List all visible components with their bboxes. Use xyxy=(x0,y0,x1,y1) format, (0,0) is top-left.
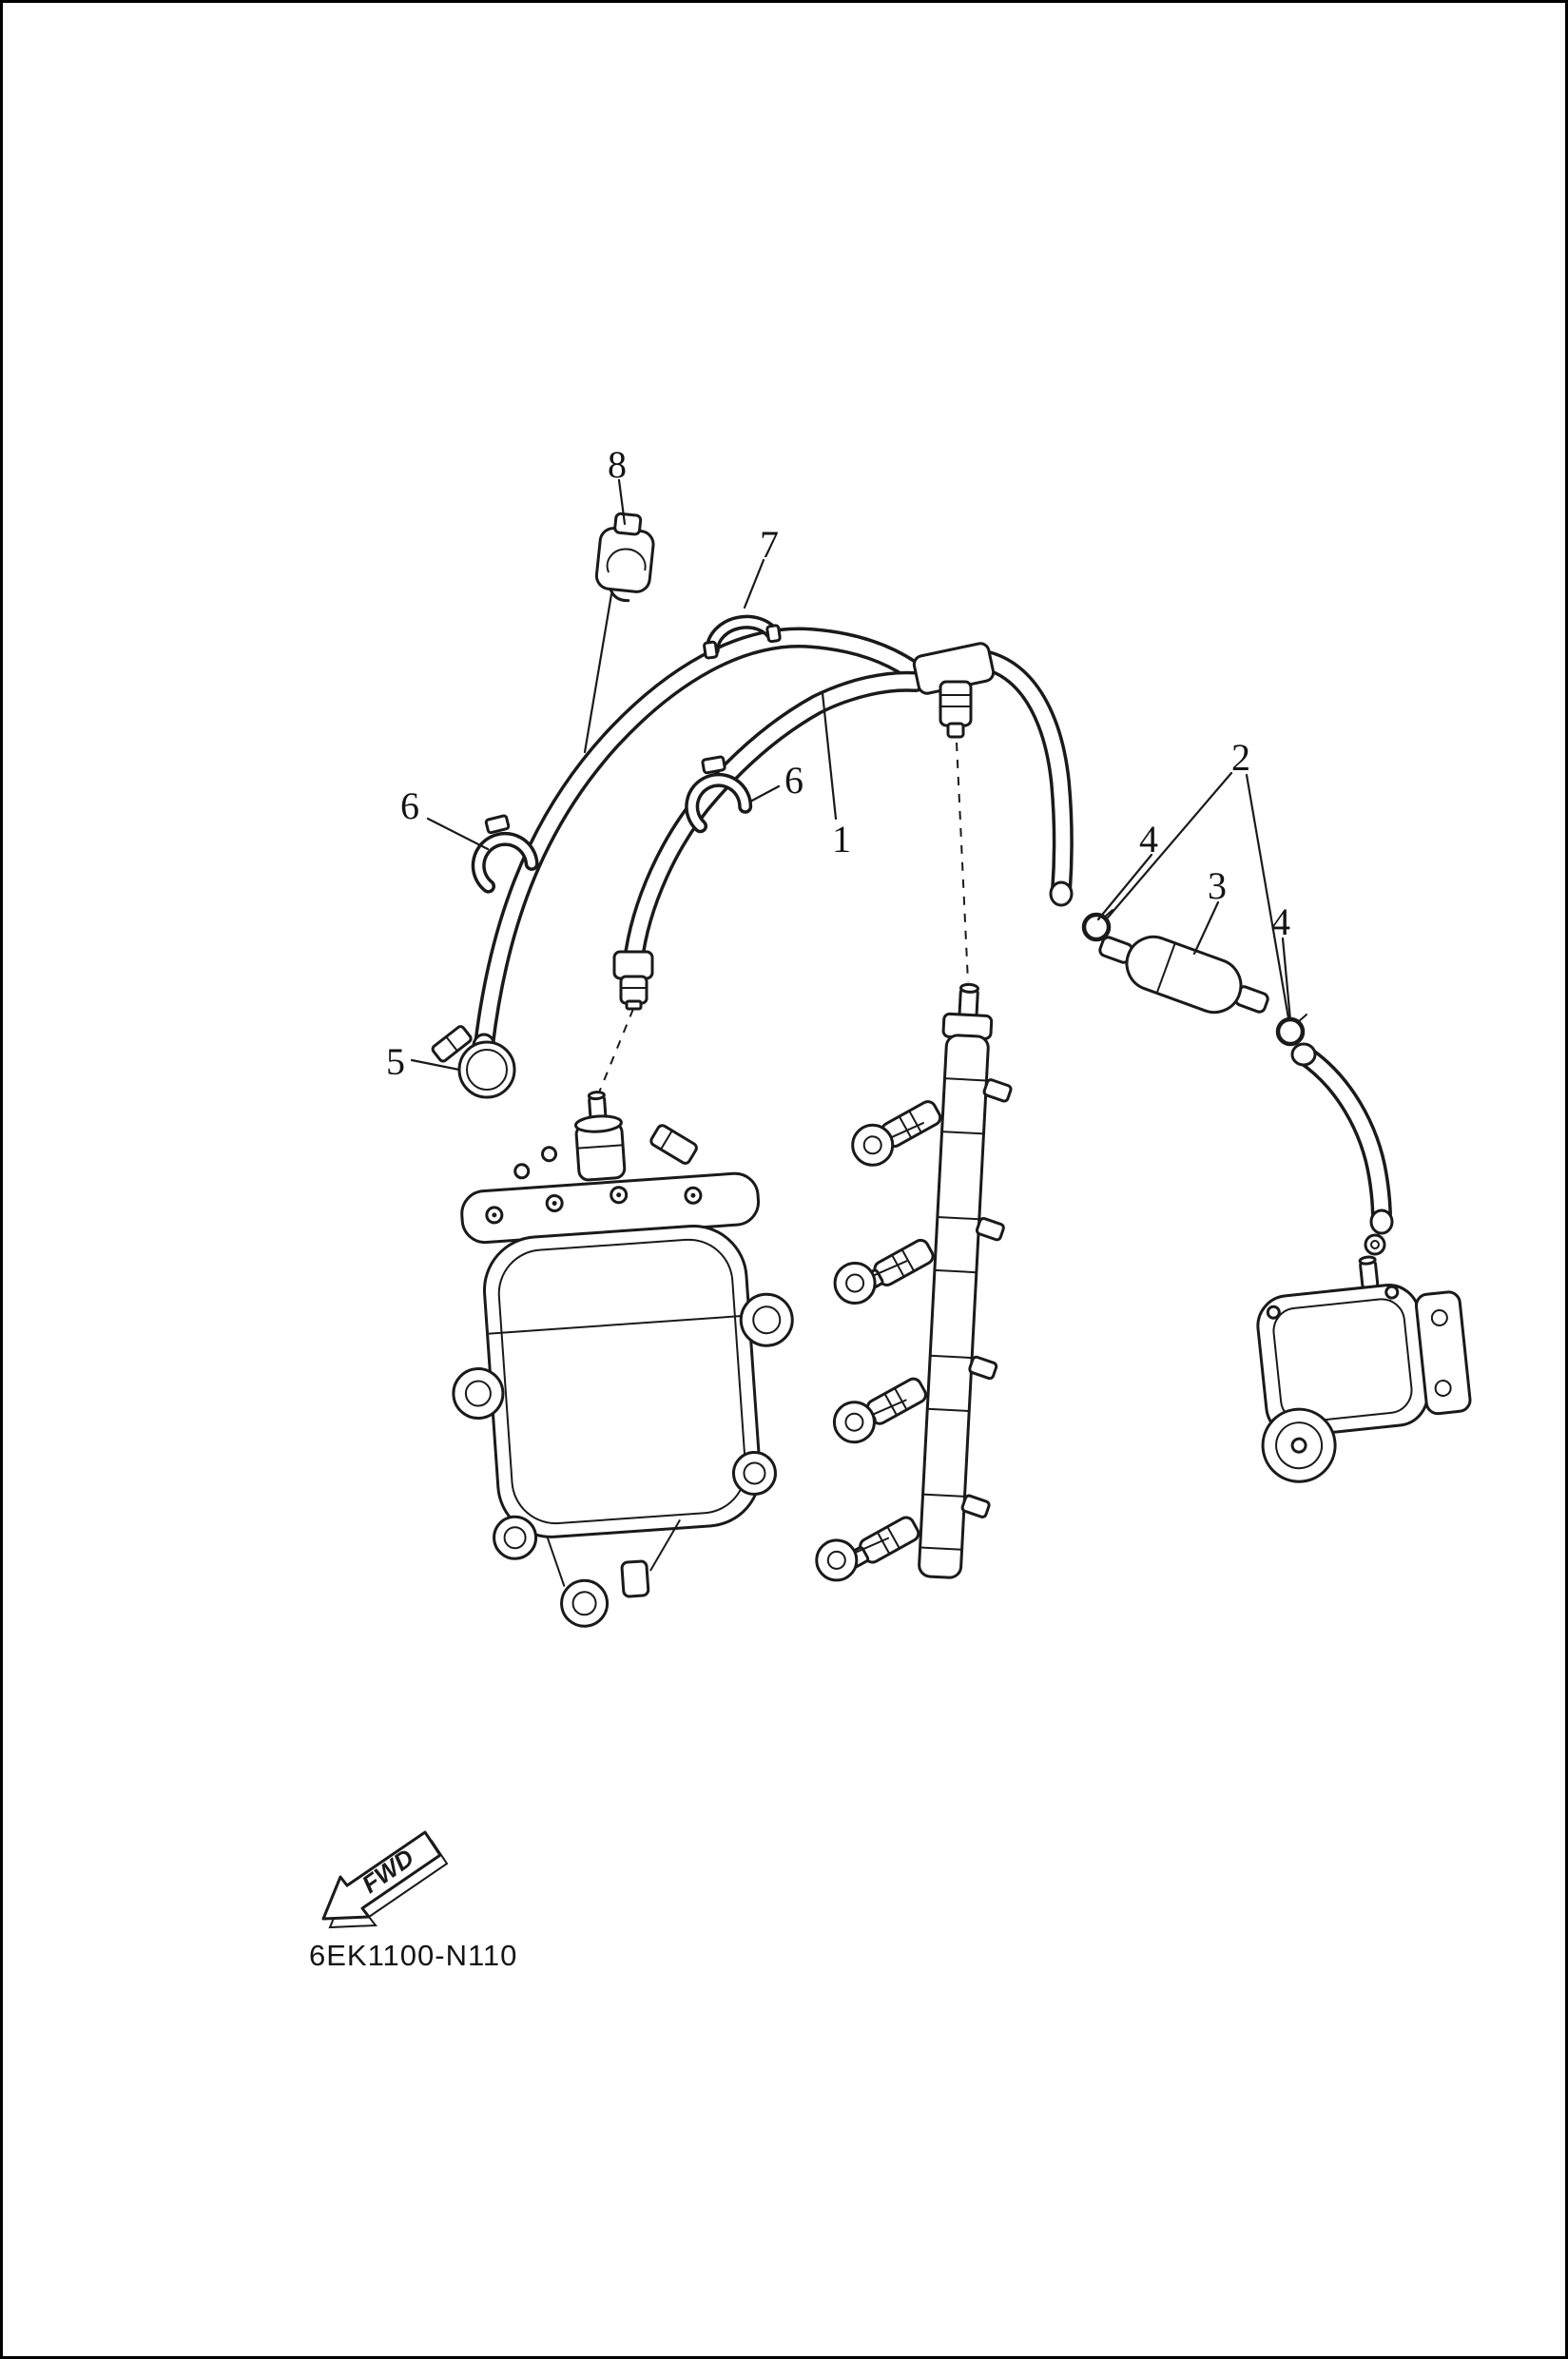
fuel-hose-assembly xyxy=(474,627,1074,1055)
fuel-rail-injectors xyxy=(815,982,1013,1582)
injector-connector xyxy=(968,1355,998,1381)
callout-5: 5 xyxy=(386,1040,405,1083)
injector-connector xyxy=(960,1494,991,1518)
elbow-connector xyxy=(912,642,996,739)
fwd-direction-arrow: FWD xyxy=(321,1830,449,1929)
callout-2: 2 xyxy=(1231,736,1250,779)
clamp-8 xyxy=(594,512,655,603)
callout-3: 3 xyxy=(1208,864,1227,907)
hose-clamp-5 xyxy=(431,1025,516,1099)
diagram-canvas: FWD xyxy=(321,478,1472,1929)
injector-connector xyxy=(975,1216,1005,1242)
hose-holder-7 xyxy=(703,614,782,660)
leader-lines xyxy=(410,478,1292,1072)
diagram-code: 6EK1100-N110 xyxy=(309,1939,518,1972)
hose-clip-6-middle xyxy=(685,755,753,834)
quick-connector xyxy=(612,950,654,1011)
fuel-filter-3 xyxy=(1098,935,1269,1015)
fuel-pump xyxy=(1256,1255,1472,1483)
callout-6-middle: 6 xyxy=(784,759,803,802)
clip-ring-4-upper xyxy=(1081,909,1113,942)
hose-clip-6-left xyxy=(471,814,539,894)
injector-seat-flange xyxy=(851,1122,925,1167)
callout-7: 7 xyxy=(760,523,779,566)
injector-connector xyxy=(982,1078,1013,1103)
injector-seat-flange xyxy=(833,1260,908,1305)
vapor-separator-tank xyxy=(452,1091,794,1628)
clip-ring-4-lower xyxy=(1275,1014,1307,1047)
tank-top-connector xyxy=(649,1124,698,1165)
callout-1: 1 xyxy=(832,818,851,860)
callout-8: 8 xyxy=(608,443,627,486)
grommet-ring xyxy=(1364,1233,1386,1256)
hose-end-caps xyxy=(472,880,1394,1235)
injector-seat-flange xyxy=(815,1537,890,1582)
fuel-hose-right xyxy=(1293,1044,1392,1230)
callout-4-lower: 4 xyxy=(1271,900,1290,943)
callout-4-upper: 4 xyxy=(1139,818,1158,860)
callout-6-left: 6 xyxy=(400,784,419,827)
injector-seat-flange xyxy=(832,1399,907,1444)
